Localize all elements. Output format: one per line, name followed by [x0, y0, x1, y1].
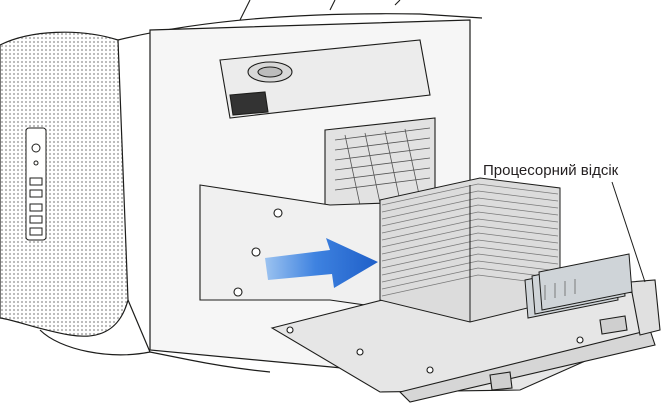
front-ports	[25, 127, 47, 241]
callout-leader-line	[611, 181, 646, 283]
processor-tray-callout-label: Процесорний відсік	[483, 162, 619, 179]
processor-tray	[270, 279, 661, 403]
processor-heatsink	[379, 177, 561, 323]
insert-direction-arrow-icon	[265, 238, 378, 288]
fan-housing	[324, 117, 436, 211]
graphics-card	[219, 0, 431, 119]
memory-modules	[524, 253, 633, 319]
front-grille	[0, 31, 129, 337]
